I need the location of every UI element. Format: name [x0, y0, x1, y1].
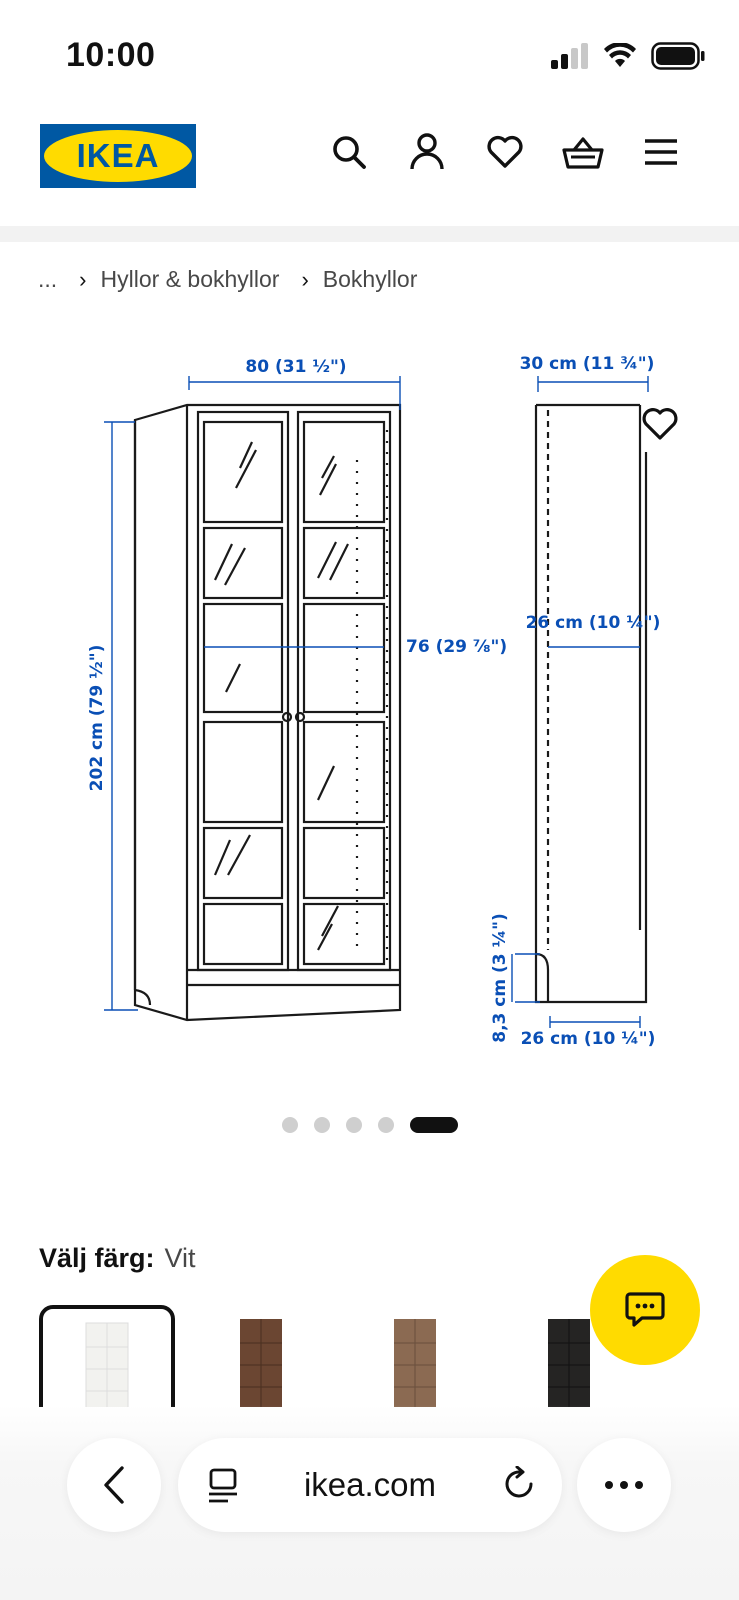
- save-to-favourites-button[interactable]: [636, 400, 684, 448]
- header-actions: [327, 130, 683, 174]
- back-button[interactable]: [67, 1438, 161, 1532]
- chevron-left-icon: [104, 1466, 124, 1504]
- swatch-brown[interactable]: [193, 1305, 329, 1407]
- breadcrumb-ellipsis[interactable]: ...: [38, 266, 58, 292]
- carousel-dot[interactable]: [281, 1117, 298, 1133]
- profile-button[interactable]: [405, 130, 449, 174]
- height-label: 202 cm (79 ½"): [87, 645, 107, 792]
- header-divider: [0, 226, 739, 242]
- bookcase-thumbnail-brown: [240, 1319, 282, 1407]
- menu-button[interactable]: [639, 130, 683, 174]
- reload-icon[interactable]: [502, 1466, 538, 1504]
- swatch-black[interactable]: [501, 1305, 637, 1407]
- product-dimension-image[interactable]: 80 (31 ½") 202 cm (79 ½") 76 (29 ⅞") 30 …: [0, 330, 739, 1100]
- width-label: 80 (31 ½"): [245, 357, 346, 377]
- wifi-icon: [604, 43, 636, 67]
- chat-icon: [625, 1292, 665, 1327]
- profile-icon: [410, 133, 444, 170]
- more-options-button[interactable]: [577, 1438, 671, 1532]
- breadcrumb-item-shelves[interactable]: Hyllor & bokhyllor: [100, 266, 280, 292]
- search-button[interactable]: [327, 130, 371, 174]
- signal-icon: [551, 43, 588, 69]
- chat-button[interactable]: [590, 1255, 700, 1365]
- depth-bottom-label: 26 cm (10 ¼"): [521, 1029, 656, 1049]
- swatch-oak[interactable]: [347, 1305, 483, 1407]
- color-picker-label: Välj färg: Vit: [39, 1243, 196, 1274]
- heart-icon: [487, 135, 523, 168]
- chevron-right-icon: ›: [301, 266, 309, 292]
- reader-mode-icon[interactable]: [208, 1468, 240, 1504]
- heart-icon: [642, 408, 678, 440]
- color-label-text: Välj färg:: [39, 1243, 155, 1273]
- ikea-logo[interactable]: IKEA: [40, 124, 196, 188]
- plinth-height-label: 8,3 cm (3 ¼"): [490, 913, 510, 1042]
- favourites-button[interactable]: [483, 130, 527, 174]
- depth-top-label: 30 cm (11 ¾"): [520, 354, 655, 374]
- swatch-white[interactable]: [39, 1305, 175, 1407]
- bookcase-thumbnail-white: [85, 1322, 129, 1407]
- breadcrumb: ... › Hyllor & bokhyllor › Bokhyllor: [38, 266, 417, 293]
- basket-button[interactable]: [561, 130, 605, 174]
- site-header: IKEA: [0, 110, 739, 226]
- more-icon: [605, 1481, 643, 1489]
- inner-width-label: 76 (29 ⅞"): [406, 637, 507, 657]
- browser-toolbar: ikea.com: [0, 1405, 739, 1600]
- search-icon: [333, 136, 366, 169]
- bookcase-thumbnail-oak: [394, 1319, 436, 1407]
- image-carousel-dots: [0, 1117, 739, 1133]
- carousel-dot[interactable]: [345, 1117, 362, 1133]
- battery-icon: [651, 42, 705, 70]
- address-bar[interactable]: ikea.com: [178, 1438, 562, 1532]
- selected-color-value: Vit: [164, 1243, 196, 1273]
- breadcrumb-item-bookcases[interactable]: Bokhyllor: [322, 266, 418, 292]
- carousel-dot[interactable]: [313, 1117, 330, 1133]
- depth-mid-label: 26 cm (10 ¼"): [526, 613, 661, 633]
- color-swatches: [39, 1305, 739, 1407]
- chevron-right-icon: ›: [79, 266, 87, 292]
- menu-icon: [645, 139, 677, 165]
- url-text: ikea.com: [303, 1466, 437, 1503]
- status-icons: [551, 42, 705, 70]
- status-time: 10:00: [66, 36, 156, 74]
- basket-icon: [562, 137, 604, 169]
- status-bar: 10:00: [0, 0, 739, 110]
- carousel-dot-active[interactable]: [409, 1117, 458, 1133]
- carousel-dot[interactable]: [377, 1117, 394, 1133]
- logo-text: IKEA: [77, 137, 160, 174]
- bookcase-thumbnail-black: [548, 1319, 590, 1407]
